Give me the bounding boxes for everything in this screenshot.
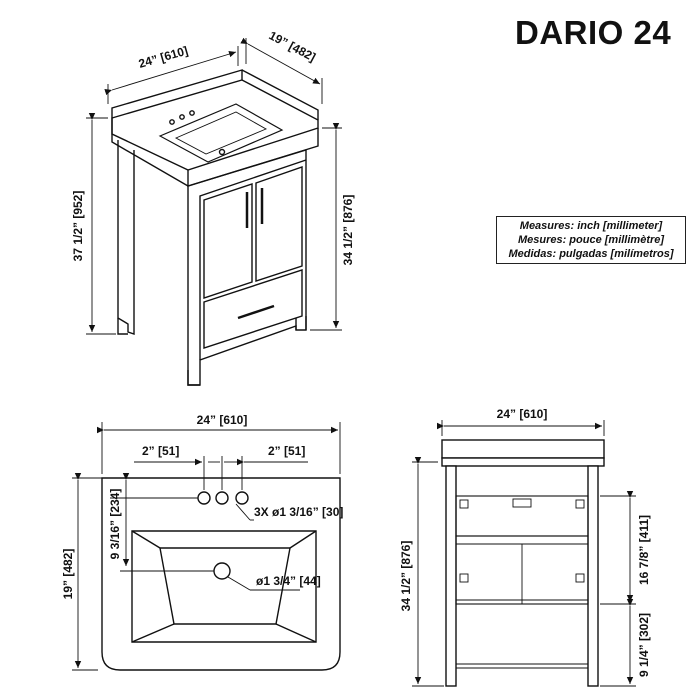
legend-line-spanish: Medidas: pulgadas [milímetros] — [508, 248, 674, 260]
top-right-offset-label: 2” [51] — [268, 444, 305, 458]
top-drain-circle — [213, 562, 231, 580]
top-countertop-outline — [101, 477, 341, 671]
top-depth-label: 19” [482] — [61, 549, 75, 600]
front-width-label: 24” [610] — [497, 407, 548, 421]
iso-drawer — [203, 269, 303, 349]
top-width-label: 24” [610] — [197, 413, 248, 427]
front-view — [412, 420, 636, 687]
legend-line-french: Mesures: pouce [millimètre] — [517, 234, 665, 246]
top-holes-label: 3X ø1 3/16” [30] — [254, 505, 343, 519]
top-left-offset-label: 2” [51] — [142, 444, 179, 458]
top-faucet-hole-left — [197, 491, 211, 505]
iso-overall-height-label: 37 1/2” [952] — [71, 191, 85, 262]
isometric-view — [86, 37, 342, 386]
front-backsplash — [441, 439, 605, 459]
iso-right-door — [255, 166, 303, 282]
top-view — [72, 422, 341, 671]
front-height-label: 34 1/2” [876] — [399, 541, 413, 612]
top-faucet-hole-right — [235, 491, 249, 505]
iso-sink-bowl — [158, 103, 284, 163]
top-faucet-hole-center — [215, 491, 229, 505]
legend-line-english: Measures: inch [millimeter] — [519, 220, 663, 232]
iso-cabinet-height-label: 34 1/2” [876] — [341, 195, 355, 266]
front-right-leg — [587, 465, 599, 687]
units-legend: Measures: inch [millimeter] Mesures: pou… — [496, 216, 686, 264]
front-leg-height-label: 9 1/4” [302] — [637, 613, 651, 677]
top-drain-label: ø1 3/4” [44] — [256, 574, 321, 588]
iso-cabinet-side — [117, 140, 135, 335]
top-hole-depth-label: 9 3/16” [234] — [108, 489, 122, 560]
iso-width-label: 24” [610] — [137, 43, 190, 70]
page-title: DARIO 24 — [515, 14, 672, 51]
iso-left-door — [203, 183, 253, 299]
front-countertop — [441, 457, 605, 467]
front-interior-upper — [455, 495, 589, 537]
front-interior-height-label: 16 7/8” [411] — [637, 515, 651, 585]
front-left-leg — [445, 465, 457, 687]
